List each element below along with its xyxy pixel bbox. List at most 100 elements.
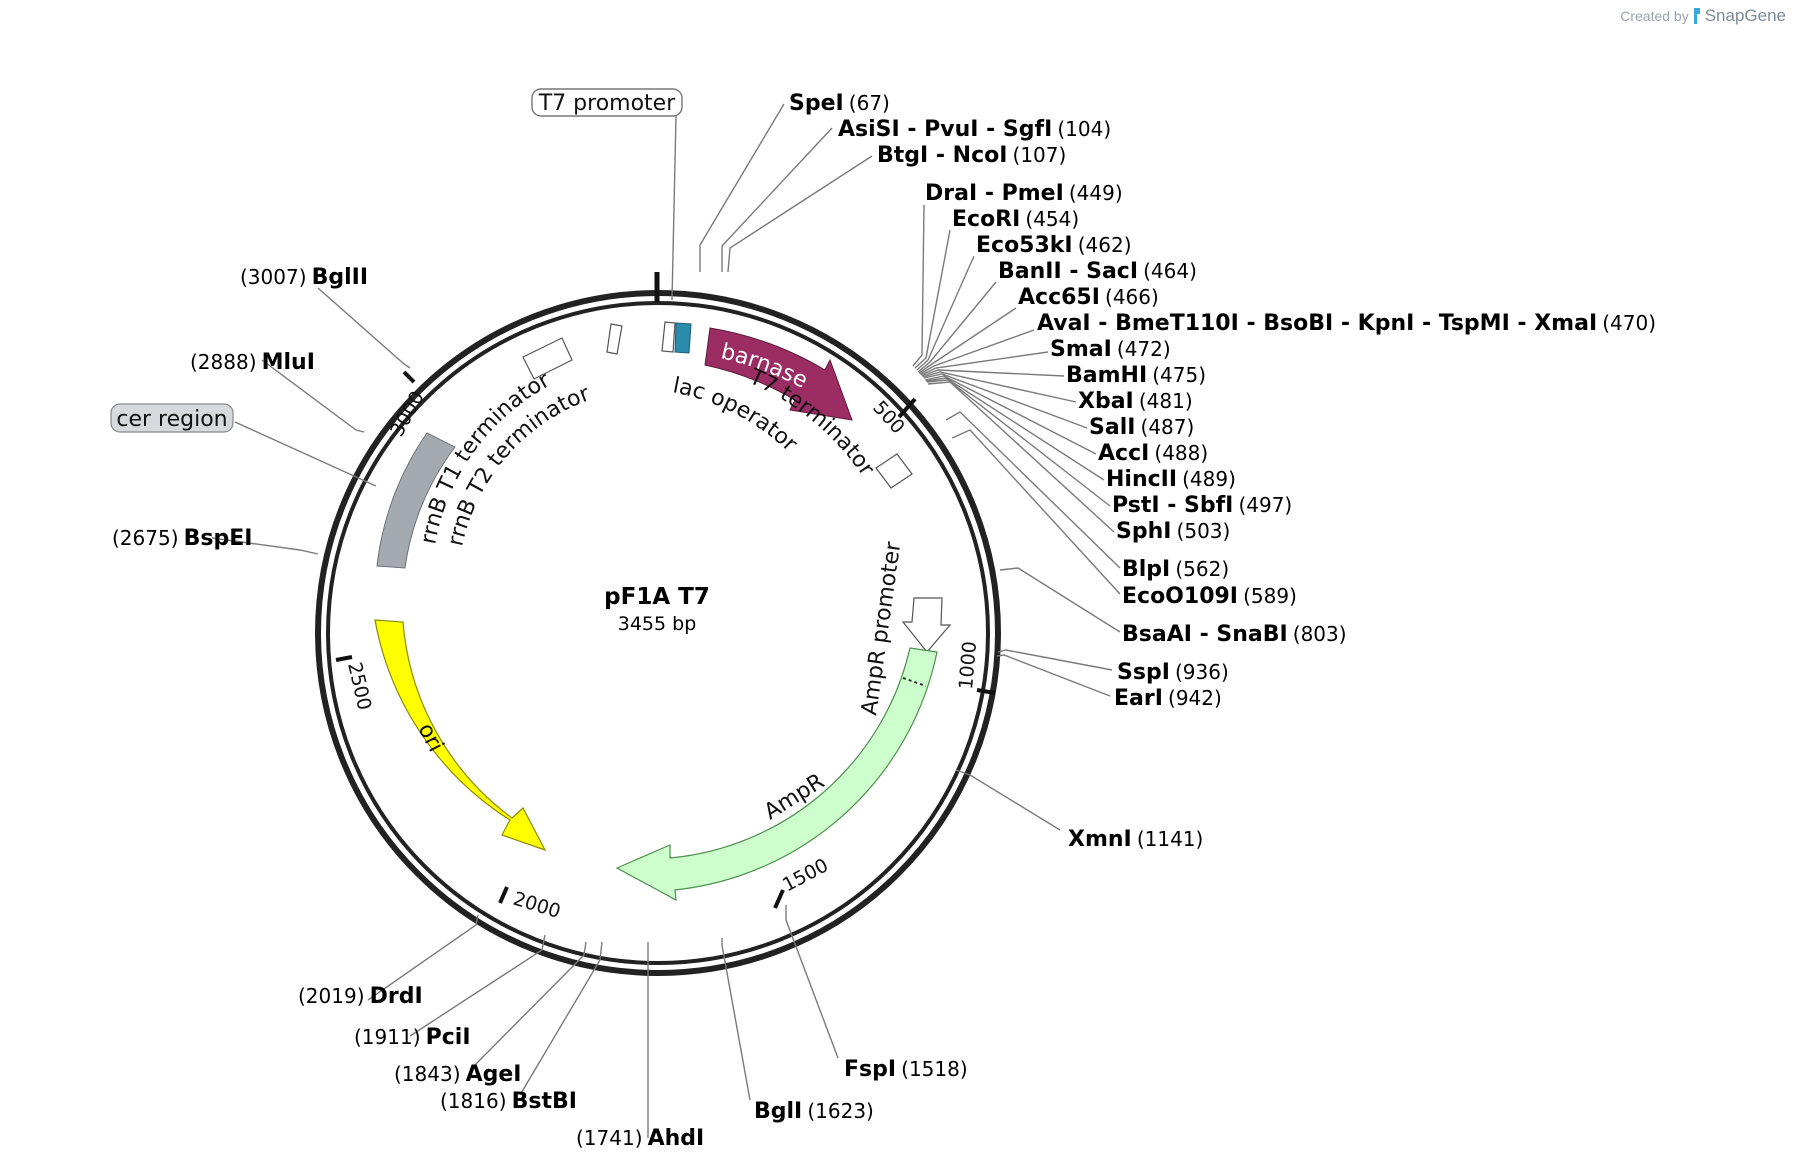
site-enzyme-name: PstI [1112, 493, 1160, 518]
site-xmni[interactable]: XmnI (1141) [955, 769, 1203, 852]
rrnb-t1-block[interactable] [522, 337, 573, 380]
cer-region-callout[interactable]: cer region [110, 403, 377, 487]
site-enzyme-name: - PmeI [977, 181, 1064, 206]
barnase-arrow[interactable] [704, 327, 853, 421]
site-label: EcoO109I (589) [1122, 584, 1297, 609]
site-leader [921, 369, 1065, 377]
site-label: BanII - SacI (464) [998, 259, 1197, 284]
site-label: (2019) DrdI [298, 984, 423, 1009]
site-enzyme-name: HincII [1106, 467, 1177, 492]
site-position: (487) [1141, 415, 1195, 439]
site-enzyme-name: AsiSI [838, 117, 900, 142]
ori-arrow[interactable] [374, 619, 547, 852]
lac-operator-block[interactable] [674, 322, 692, 354]
site-label: SpeI (67) [789, 91, 890, 116]
site-position: (2888) [190, 350, 257, 374]
t7-promoter-block[interactable] [661, 321, 676, 353]
site-label: BamHI (475) [1066, 363, 1206, 388]
site-enzyme-name: - TspMI [1414, 311, 1509, 336]
site-enzyme-name: BglII [312, 265, 368, 290]
site-bamhi[interactable]: BamHI (475) [921, 363, 1206, 388]
site-label: (1843) AgeI [394, 1062, 522, 1087]
site-position: (1911) [354, 1025, 421, 1049]
site-banii[interactable]: BanII - SacI (464) [917, 259, 1197, 373]
site-eco53ki[interactable]: Eco53kI (462) [916, 233, 1132, 371]
site-hincii[interactable]: HincII (489) [925, 377, 1236, 492]
site-position: (1141) [1137, 827, 1204, 851]
ampr-arrow[interactable] [615, 647, 938, 902]
site-leader [409, 934, 546, 1037]
site-ecoo109i[interactable]: EcoO109I (589) [951, 429, 1297, 609]
site-label: Acc65I (466) [1018, 285, 1159, 310]
site-enzyme-name: - SgfI [978, 117, 1052, 142]
snapgene-logo-icon [1693, 8, 1700, 24]
tick-500 [897, 397, 917, 419]
site-leader [925, 377, 1105, 481]
site-asisi[interactable]: AsiSI - PvuI - SgfI (104) [721, 117, 1111, 272]
site-label: Eco53kI (462) [976, 233, 1132, 258]
tick-2500 [335, 655, 353, 662]
site-pcii[interactable]: (1911) PciI [354, 934, 546, 1050]
site-blpi[interactable]: BlpI (562) [945, 411, 1229, 582]
site-leader [211, 537, 319, 555]
site-fspi[interactable]: FspI (1518) [785, 905, 968, 1082]
ampr-promoter-junction [902, 677, 927, 687]
site-sspi[interactable]: SspI (936) [997, 649, 1229, 685]
site-position: (562) [1175, 557, 1229, 581]
site-acci[interactable]: AccI (488) [924, 375, 1208, 466]
site-drai[interactable]: DraI - PmeI (449) [912, 181, 1123, 367]
ampr-promoter-arrow[interactable] [901, 597, 952, 653]
snapgene-credit: Created by SnapGene [1620, 6, 1786, 26]
site-enzyme-name: AccI [1098, 441, 1149, 466]
site-position: (1623) [807, 1099, 874, 1123]
site-bstbi[interactable]: (1816) BstBI [440, 941, 603, 1114]
site-position: (472) [1117, 337, 1171, 361]
t7-terminator-block[interactable] [875, 453, 913, 489]
site-label: (2888) MluI [190, 350, 315, 375]
site-drdi[interactable]: (2019) DrdI [298, 914, 479, 1009]
t7-promoter-leader [671, 115, 677, 301]
site-leader [951, 429, 1121, 595]
site-enzyme-name: - BsoBI [1239, 311, 1333, 336]
site-leader [917, 281, 997, 373]
site-smai[interactable]: SmaI (472) [920, 337, 1171, 376]
site-label: XmnI (1141) [1068, 827, 1203, 852]
site-leader [912, 204, 925, 367]
site-leader [918, 307, 1017, 374]
site-position: (942) [1168, 686, 1222, 710]
site-ecori[interactable]: EcoRI (454) [914, 207, 1079, 369]
site-leader [721, 938, 751, 1101]
cer-region-arc[interactable] [376, 432, 456, 569]
site-ahdi[interactable]: (1741) AhdI [576, 942, 704, 1151]
site-sali[interactable]: SalI (487) [923, 373, 1195, 440]
site-bglii[interactable]: (3007) BglII [240, 265, 411, 369]
site-acc65i[interactable]: Acc65I (466) [918, 285, 1159, 374]
site-spei[interactable]: SpeI (67) [699, 91, 890, 272]
site-btgi[interactable]: BtgI - NcoI (107) [727, 143, 1066, 273]
site-leader [914, 229, 951, 369]
site-position: (488) [1154, 441, 1208, 465]
site-mlui[interactable]: (2888) MluI [190, 350, 365, 433]
site-bgli[interactable]: BglI (1623) [721, 938, 874, 1124]
site-xbai[interactable]: XbaI (481) [922, 371, 1193, 414]
site-enzyme-name: BspEI [184, 526, 253, 551]
site-enzyme-name: BtgI [877, 143, 928, 168]
site-enzyme-name: XbaI [1078, 389, 1134, 414]
site-bspei[interactable]: (2675) BspEI [112, 526, 319, 555]
site-agei[interactable]: (1843) AgeI [394, 941, 587, 1087]
site-position: (464) [1143, 259, 1197, 283]
site-position: (497) [1238, 493, 1292, 517]
site-psti[interactable]: PstI - SbfI (497) [926, 379, 1292, 518]
site-enzyme-name: - BmeT110I [1091, 311, 1239, 336]
site-label: AccI (488) [1098, 441, 1208, 466]
site-leader [923, 373, 1088, 429]
site-eari[interactable]: EarI (942) [996, 654, 1222, 711]
snapgene-brand: SnapGene [1704, 6, 1786, 25]
site-sphi[interactable]: SphI (503) [927, 381, 1230, 544]
site-enzyme-name: SpeI [789, 91, 844, 116]
site-avai[interactable]: AvaI - BmeT110I - BsoBI - KpnI - TspMI -… [919, 311, 1656, 375]
site-bsaai[interactable]: BsaAI - SnaBI (803) [999, 567, 1347, 647]
t7-promoter-callout[interactable]: T7 promoter [531, 88, 683, 301]
rrnb-t2-block[interactable] [606, 323, 623, 355]
site-label: (1741) AhdI [576, 1126, 704, 1151]
